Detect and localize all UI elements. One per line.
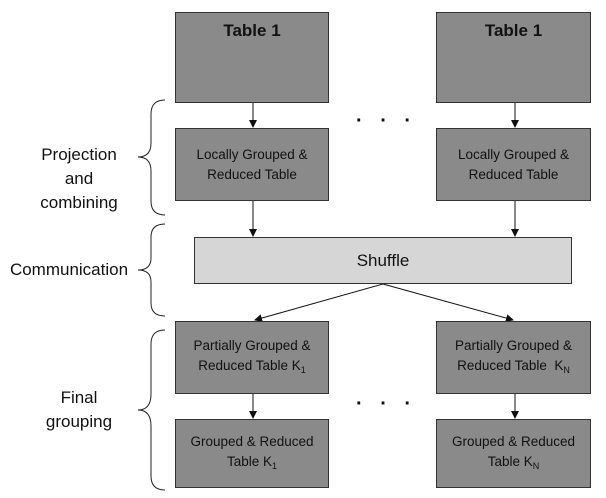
local-table-left-line2: Reduced Table: [207, 166, 297, 182]
source-table-right: Table 1: [436, 12, 591, 103]
stage-label-final: Final grouping: [45, 388, 113, 431]
shuffle-box: Shuffle: [194, 237, 572, 284]
shuffle-label: Shuffle: [356, 250, 410, 270]
arrow-shuffle-to-partial-right: [382, 283, 514, 322]
source-table-left-title: Table 1: [223, 21, 281, 40]
brace-projection: [137, 99, 166, 216]
final-table-left-line2: Table K1: [226, 453, 278, 471]
partial-table-right: Partially Grouped & Reduced Table KN: [436, 321, 591, 394]
final-table-right-line2: Table KN: [487, 453, 540, 471]
arrow-shuffle-to-partial-left: [254, 283, 384, 322]
local-table-right: Locally Grouped & Reduced Table: [436, 128, 591, 201]
final-table-right-line1: Grouped & Reduced: [451, 433, 576, 449]
local-table-left-line1: Locally Grouped &: [196, 146, 308, 162]
ellipsis-top: · · ·: [356, 110, 418, 132]
partial-table-left-line2: Reduced Table K1: [198, 357, 306, 375]
stage-label-communication: Communication: [9, 260, 129, 279]
final-table-left-line1: Grouped & Reduced: [190, 433, 314, 449]
partial-table-right-line2: Reduced Table KN: [457, 357, 570, 375]
ellipsis-bottom: · · ·: [356, 393, 418, 415]
source-table-left: Table 1: [175, 12, 329, 103]
local-table-right-line2: Reduced Table: [468, 166, 559, 182]
partial-table-right-line1: Partially Grouped &: [454, 337, 573, 353]
local-table-right-line1: Locally Grouped &: [457, 146, 570, 162]
brace-communication: [137, 223, 166, 317]
final-table-right: Grouped & Reduced Table KN: [436, 419, 591, 488]
local-table-left: Locally Grouped & Reduced Table: [175, 128, 329, 201]
source-table-right-title: Table 1: [484, 21, 543, 40]
partial-table-left-line1: Partially Grouped &: [193, 337, 311, 353]
brace-final: [137, 329, 166, 491]
final-table-left: Grouped & Reduced Table K1: [175, 419, 329, 488]
partial-table-left: Partially Grouped & Reduced Table K1: [175, 321, 329, 394]
stage-label-projection: Projection and combining: [40, 145, 118, 212]
